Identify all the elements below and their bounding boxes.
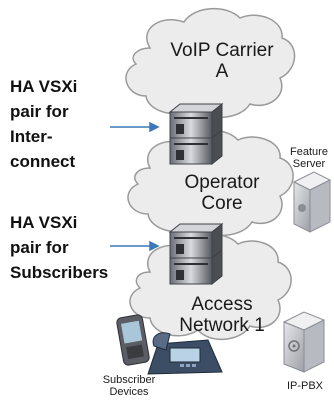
feature-server-icon <box>292 171 332 233</box>
vsxi-server-pair-subscribers <box>168 222 224 286</box>
feature-server-label: Feature Server <box>290 146 328 170</box>
carrier-cloud-label: VoIP Carrier A <box>170 40 274 82</box>
core-cloud-label-text: Operator Core <box>184 172 260 214</box>
subscribers-line-1: HA VSXi <box>10 213 78 232</box>
interconnect-line-2: pair for <box>10 102 69 121</box>
ip-pbx-icon <box>282 311 326 373</box>
desk-phone-icon <box>147 332 223 375</box>
interconnect-line-3: Inter- <box>10 127 53 146</box>
subscribers-line-2: pair for <box>10 238 69 257</box>
ip-pbx-label: IP-PBX <box>286 380 324 392</box>
access-cloud-label-text: Access Network 1 <box>179 294 265 336</box>
interconnect-line-1: HA VSXi <box>10 77 78 96</box>
subscribers-line-3: Subscribers <box>10 263 109 282</box>
carrier-cloud-label-text: VoIP Carrier A <box>170 40 274 82</box>
interconnect-arrow <box>110 121 160 133</box>
vsxi-server-pair-interconnect <box>168 102 224 166</box>
voip-carrier-cloud <box>125 7 296 119</box>
access-cloud-label: Access Network 1 <box>172 294 272 336</box>
core-cloud-label: Operator Core <box>178 172 266 214</box>
mobile-phone-icon <box>116 314 150 366</box>
interconnect-annotation: HA VSXi pair for Inter- connect <box>10 74 120 174</box>
subscribers-arrow <box>110 240 160 252</box>
subscribers-annotation: HA VSXi pair for Subscribers <box>10 210 134 285</box>
subscriber-devices-label: Subscriber Devices <box>102 374 156 398</box>
interconnect-line-4: connect <box>10 152 76 171</box>
